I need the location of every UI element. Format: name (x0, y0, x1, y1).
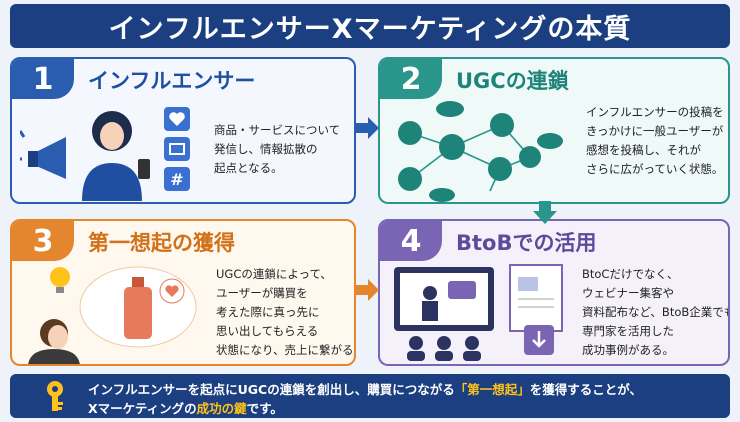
megaphone-icon (20, 130, 66, 179)
heart-icon (164, 107, 190, 131)
page-title: インフルエンサーXマーケティングの本質 (10, 4, 730, 48)
card-title: インフルエンサー (88, 69, 256, 93)
card-description: BtoCだけでなく、ウェビナー集客や資料配布など、BtoB企業でも専門家を活用し… (582, 267, 730, 357)
card-description: インフルエンサーの投稿をきっかけに一般ユーザーが感想を投稿し、それがさらに広がっ… (586, 105, 724, 176)
card-btob: 4 BtoBでの活用 BtoCだけでなく、ウェビナー集客や資料配布など、BtoB… (378, 219, 730, 366)
person-with-phone-icon (82, 111, 150, 201)
card-title: 第一想起の獲得 (88, 231, 235, 255)
card-influencer: 1 インフルエンサー # 商品・サービスについて発信し、情報拡散の起点となる。 (10, 57, 356, 204)
key-icon (47, 381, 63, 411)
document-download-icon (509, 264, 563, 355)
card-number: 2 (380, 59, 442, 99)
card-title: UGCの連鎖 (456, 69, 569, 93)
btob-illustration (394, 264, 563, 361)
card-top-of-mind: 3 第一想起の獲得 UGCの連鎖によって、ユーザーが購買を考えた際に真っ先に思い… (10, 219, 356, 366)
retweet-icon (164, 137, 190, 161)
chat-bubble-icon (429, 101, 563, 202)
webinar-presentation-icon (394, 267, 494, 331)
summary-line-1: インフルエンサーを起点にUGCの連鎖を創出し、購買につながる「第一想起」を獲得す… (88, 382, 642, 397)
card-number: 1 (12, 59, 74, 99)
influencer-illustration: # (20, 107, 190, 201)
card-number: 4 (380, 221, 442, 261)
arrow-down-2-4 (533, 201, 557, 224)
arrow-right-3-4 (356, 279, 379, 301)
thinking-person-icon (28, 319, 80, 364)
top-of-mind-illustration (28, 266, 197, 364)
svg-text:#: # (170, 170, 183, 189)
card-number: 3 (12, 221, 74, 261)
card-ugc-chain: 2 UGCの連鎖 インフルエンサーの投稿をきっかけに一般ユーザーが感想を投稿し、… (378, 57, 730, 204)
lightbulb-icon (50, 267, 70, 293)
audience-icon (407, 336, 481, 361)
card-description: 商品・サービスについて発信し、情報拡散の起点となる。 (214, 123, 341, 175)
user-network-icon (398, 101, 563, 202)
card-description: UGCの連鎖によって、ユーザーが購買を考えた際に真っ先に思い出してもらえる状態に… (216, 267, 356, 357)
summary-line-2: Xマーケティングの成功の鍵です。 (88, 401, 283, 416)
arrow-right-1-2 (356, 117, 379, 139)
product-bottle-icon (124, 277, 152, 339)
hashtag-icon: # (164, 167, 190, 191)
summary-footer: インフルエンサーを起点にUGCの連鎖を創出し、購買につながる「第一想起」を獲得す… (10, 374, 730, 418)
card-title: BtoBでの活用 (456, 231, 597, 255)
heart-icon (159, 278, 185, 304)
